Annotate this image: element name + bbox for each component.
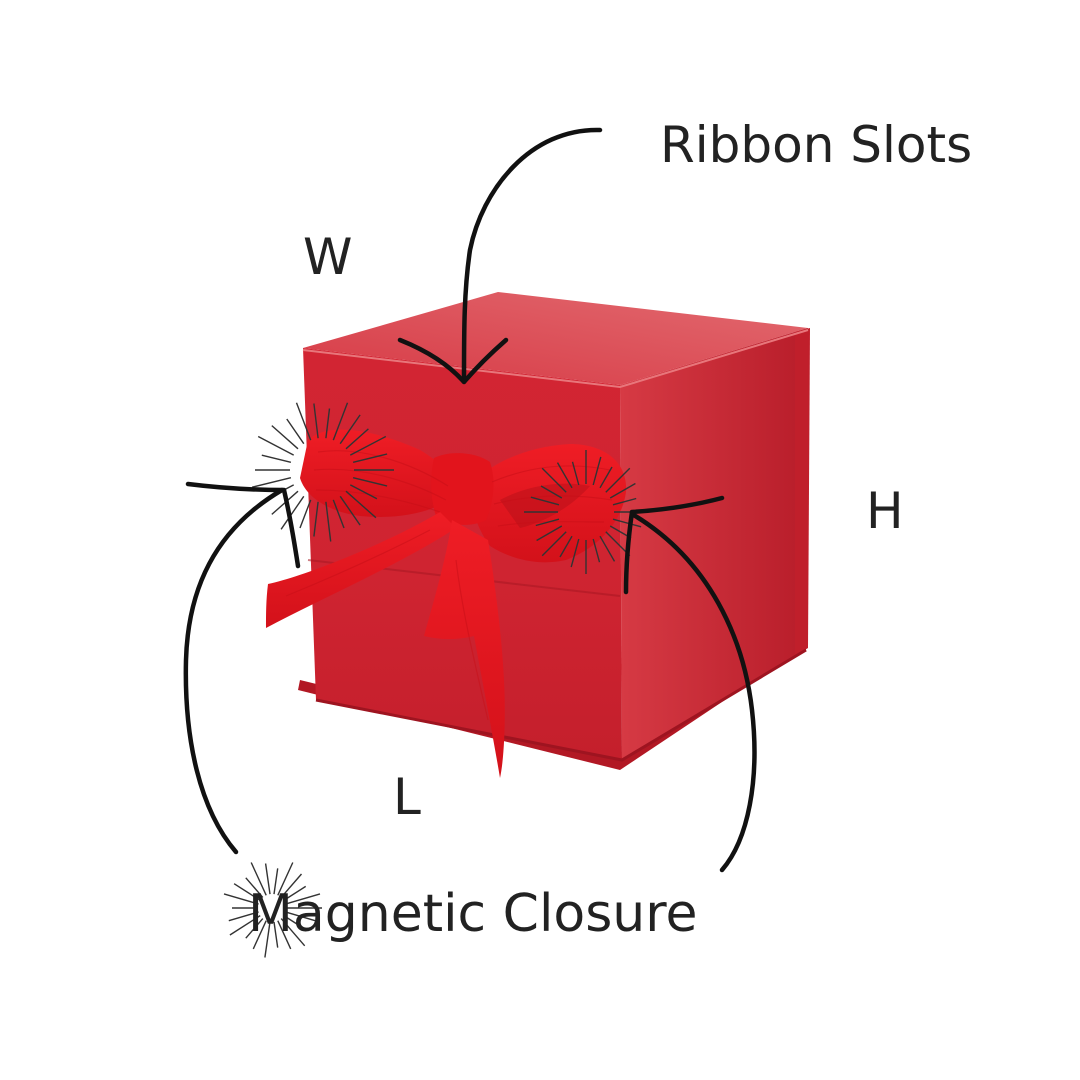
sparkle-ray [325, 501, 332, 542]
sparkle-ray [556, 462, 573, 489]
box-bottom-edge [315, 648, 807, 762]
sparkle-ray [599, 535, 616, 562]
sparkle-ray [339, 414, 361, 445]
sparkle-ray [541, 467, 567, 493]
ribbon-knot [431, 453, 494, 525]
sparkle-ray [283, 885, 307, 901]
sparkle-ray [612, 497, 637, 506]
sparkle-ray [349, 484, 378, 500]
height-label: H [866, 482, 904, 540]
sparkle-ray [261, 454, 292, 463]
sparkle-ray [299, 499, 312, 529]
sparkle-ray [280, 495, 305, 530]
sparkle-ray [250, 862, 267, 896]
arrow-magnetic-right [629, 511, 757, 873]
sparkle-ray [345, 428, 369, 450]
sparkle-ray [273, 868, 279, 895]
ribbon-slots-label: Ribbon Slots [660, 116, 973, 174]
sparkle-ray [280, 873, 303, 898]
ribbon-texture [285, 450, 613, 721]
arrow-magnetic-right-head [623, 495, 725, 595]
sparkle-ray [352, 477, 388, 487]
sparkle-ray [609, 482, 636, 499]
sparkle-ray [277, 920, 292, 950]
sparkle-ray [536, 525, 563, 542]
sparkle-ray [283, 915, 307, 931]
box-side-face [620, 328, 808, 760]
sparkle-ray [229, 915, 261, 936]
sparkle-ray [252, 920, 267, 950]
sparkle-ray [559, 535, 573, 558]
box-lid-edge [302, 329, 809, 389]
sparkle-ray [313, 403, 319, 439]
sparkle-ray [325, 408, 331, 439]
sparkle-ray [599, 466, 613, 489]
sparkle-ray [592, 538, 601, 563]
sparkle-ray [264, 863, 271, 895]
sparkle-ray [257, 435, 295, 456]
sparkle-ray [332, 402, 349, 441]
sparkle-ray [345, 490, 377, 519]
sparkle-ray [570, 538, 580, 568]
sparkle-ray [530, 496, 560, 506]
sparkle-ray [571, 461, 580, 486]
sparkle-label-burst [223, 862, 322, 958]
ribbon-right-shade [500, 483, 590, 528]
sparkle-ray [233, 883, 261, 901]
arrow-ribbon-slots [461, 127, 603, 383]
ribbon-right-loop [470, 444, 627, 563]
ribbon-left-loop [300, 429, 462, 517]
sparkle-ray [612, 518, 642, 528]
sparkle-ray [352, 453, 388, 463]
sparkle-ray [273, 921, 279, 948]
sparkle-ray [295, 402, 312, 441]
sparkle-ray [271, 425, 299, 450]
sparkle-ray [223, 893, 259, 905]
arrows [183, 127, 757, 873]
arrow-magnetic-left [183, 487, 285, 855]
sparkle-ray [592, 456, 602, 486]
ribbon-center-tail [424, 520, 505, 778]
length-label: L [393, 768, 421, 826]
sparkle-ray [286, 418, 305, 445]
sparkle-ray [541, 531, 567, 557]
sparkle-ray [245, 918, 264, 939]
sparkle-ray [349, 435, 387, 456]
sparkle-ray [277, 862, 294, 896]
sparkle-ray [285, 911, 316, 922]
arrow-ribbon-slots-head [397, 337, 509, 385]
magnetic-closure-label: Magnetic Closure [248, 884, 698, 944]
ribbon-bow [266, 429, 627, 778]
sparkle-ray [264, 921, 271, 958]
sparkle-ray [535, 518, 560, 527]
sparkle-ray [228, 911, 259, 922]
sparkle-ray [540, 485, 563, 499]
sparkle-ray [285, 893, 321, 905]
sparkle-ray [605, 467, 631, 493]
box-top-face [303, 292, 808, 385]
arrow-magnetic-left-head [185, 481, 301, 569]
box-spine [795, 328, 810, 656]
sparkle-ray [339, 495, 361, 526]
sparkle-ray [332, 499, 345, 529]
width-label: W [303, 228, 353, 286]
sparkle-ray [251, 477, 292, 488]
sparkle-ray [245, 877, 264, 898]
sparkle-ray [313, 501, 319, 537]
sparkle-ray [280, 918, 306, 947]
